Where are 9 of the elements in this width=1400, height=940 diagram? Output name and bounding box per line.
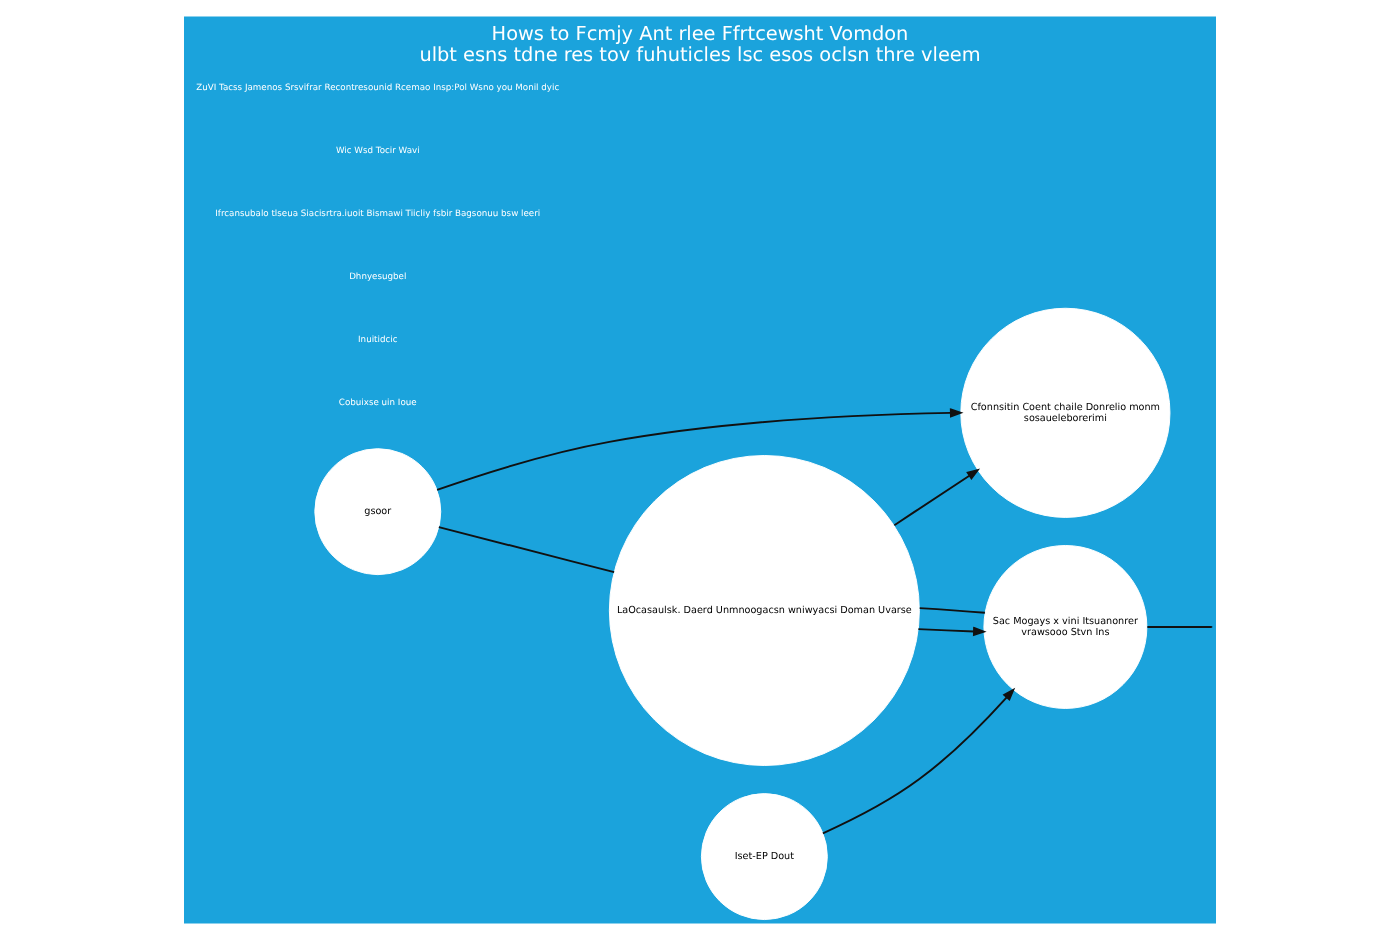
connector xyxy=(918,607,986,614)
connector xyxy=(437,526,616,574)
arrow xyxy=(893,468,981,527)
connector xyxy=(1146,626,1213,628)
caption: ulbt esns tdne res tov fuhuticles lsc esos oclsn thre vleem xyxy=(419,45,981,68)
arrow xyxy=(917,626,987,637)
diagram-title: Hows to Fcmjy Ant rlee Ffrtcewsht Vomdon xyxy=(491,23,909,46)
arrow xyxy=(821,687,1016,835)
arrow xyxy=(436,408,964,491)
